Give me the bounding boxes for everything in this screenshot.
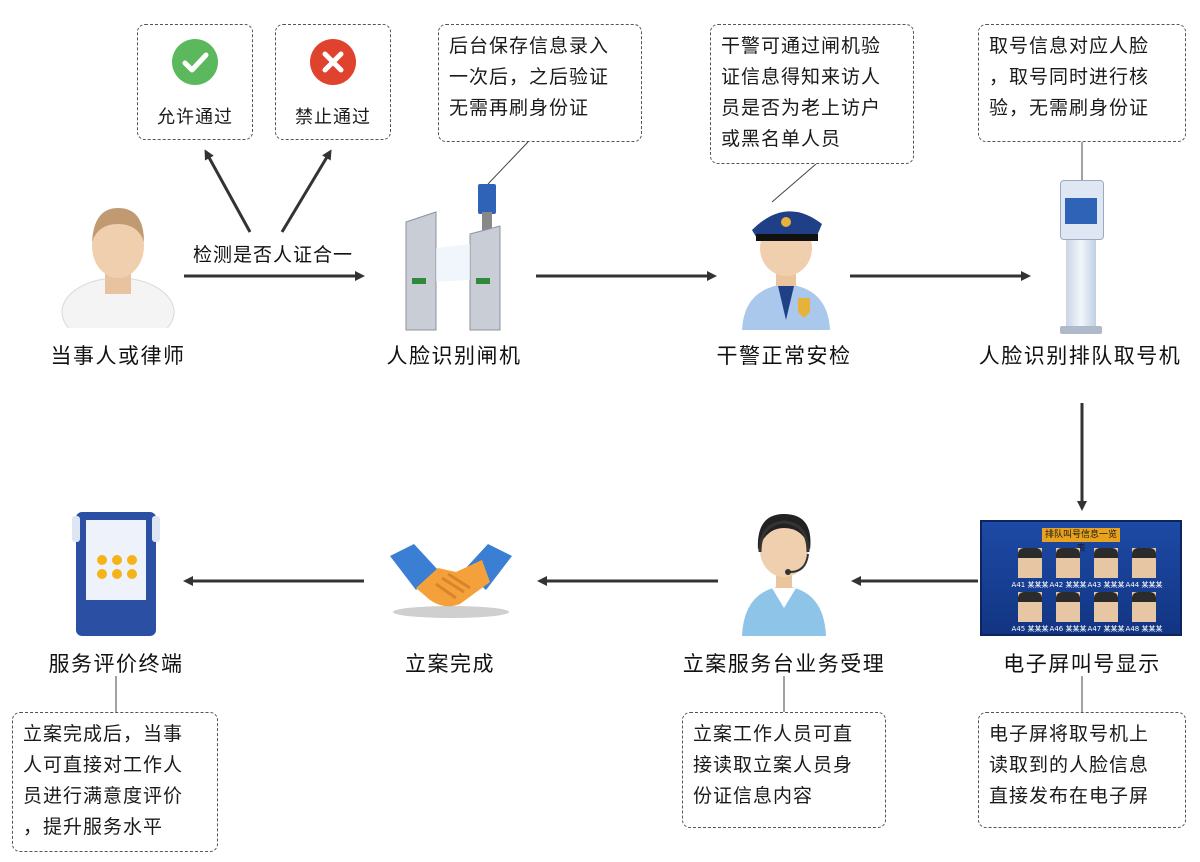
screen-cell: A45 某某某: [1010, 592, 1050, 634]
screen-note: 电子屏将取号机上 读取到的人脸信息 直接发布在电子屏: [978, 712, 1186, 828]
node-label-terminal: 服务评价终端: [48, 652, 184, 676]
queue-kiosk-base: [1060, 326, 1102, 334]
screen-cell: A46 某某某: [1048, 592, 1088, 634]
police-note: 干警可通过闸机验 证信息得知来访人 员是否为老上访户 或黑名单人员: [710, 24, 914, 164]
evaluation-terminal-handle-left: [72, 516, 80, 542]
screen-cell: A42 某某某: [1048, 548, 1088, 590]
cross-icon: [310, 39, 356, 85]
terminal-note: 立案完成后，当事 人可直接对工作人 员进行满意度评价 ，提升服务水平: [12, 712, 218, 852]
gate-note: 后台保存信息录入 一次后，之后验证 无需再刷身份证: [438, 24, 642, 142]
face-gate-icon: [405, 184, 501, 331]
check-icon: [172, 39, 218, 85]
leader-police-note: [771, 163, 817, 203]
node-label-screen: 电子屏叫号显示: [1003, 652, 1161, 676]
node-label-gate: 人脸识别闸机: [386, 344, 522, 368]
handshake-icon: [390, 544, 512, 618]
screen-cell: A47 某某某: [1086, 592, 1126, 634]
queue-kiosk-screen: [1065, 198, 1097, 224]
screen-title: 排队叫号信息一览表: [1042, 528, 1120, 554]
person-icon: [61, 208, 175, 328]
screen-cell: A41 某某某: [1010, 548, 1050, 590]
node-label-police: 干警正常安检: [716, 344, 852, 368]
evaluation-terminal-handle-right: [152, 516, 160, 542]
police-officer-icon: [742, 211, 830, 330]
queue-display-screen: 排队叫号信息一览表 A41 某某某 A42 某某某 A43 某某某 A44 某某…: [980, 520, 1182, 636]
node-label-kiosk: 人脸识别排队取号机: [978, 344, 1182, 368]
arrow-to-deny: [280, 149, 332, 233]
leader-gate-note: [487, 141, 529, 185]
rating-faces-icon: [97, 555, 137, 579]
edge-label-check: 检测是否人证合一: [192, 244, 353, 266]
screen-cell: A44 某某某: [1124, 548, 1164, 590]
screen-cell: A48 某某某: [1124, 592, 1164, 634]
node-label-desk: 立案服务台业务受理: [682, 652, 886, 676]
allow-label: 允许通过: [157, 107, 233, 128]
kiosk-note: 取号信息对应人脸 ，取号同时进行核 验，无需刷身份证: [978, 24, 1186, 142]
arrow-to-allow: [204, 149, 252, 233]
allow-badge: 允许通过: [137, 24, 253, 140]
deny-label: 禁止通过: [295, 107, 371, 128]
node-label-done: 立案完成: [405, 652, 495, 676]
deny-badge: 禁止通过: [275, 24, 391, 140]
customer-service-icon: [742, 514, 826, 636]
desk-note: 立案工作人员可直 接读取立案人员身 份证信息内容: [682, 712, 886, 828]
node-label-party: 当事人或律师: [50, 344, 186, 368]
screen-cell: A43 某某某: [1086, 548, 1126, 590]
